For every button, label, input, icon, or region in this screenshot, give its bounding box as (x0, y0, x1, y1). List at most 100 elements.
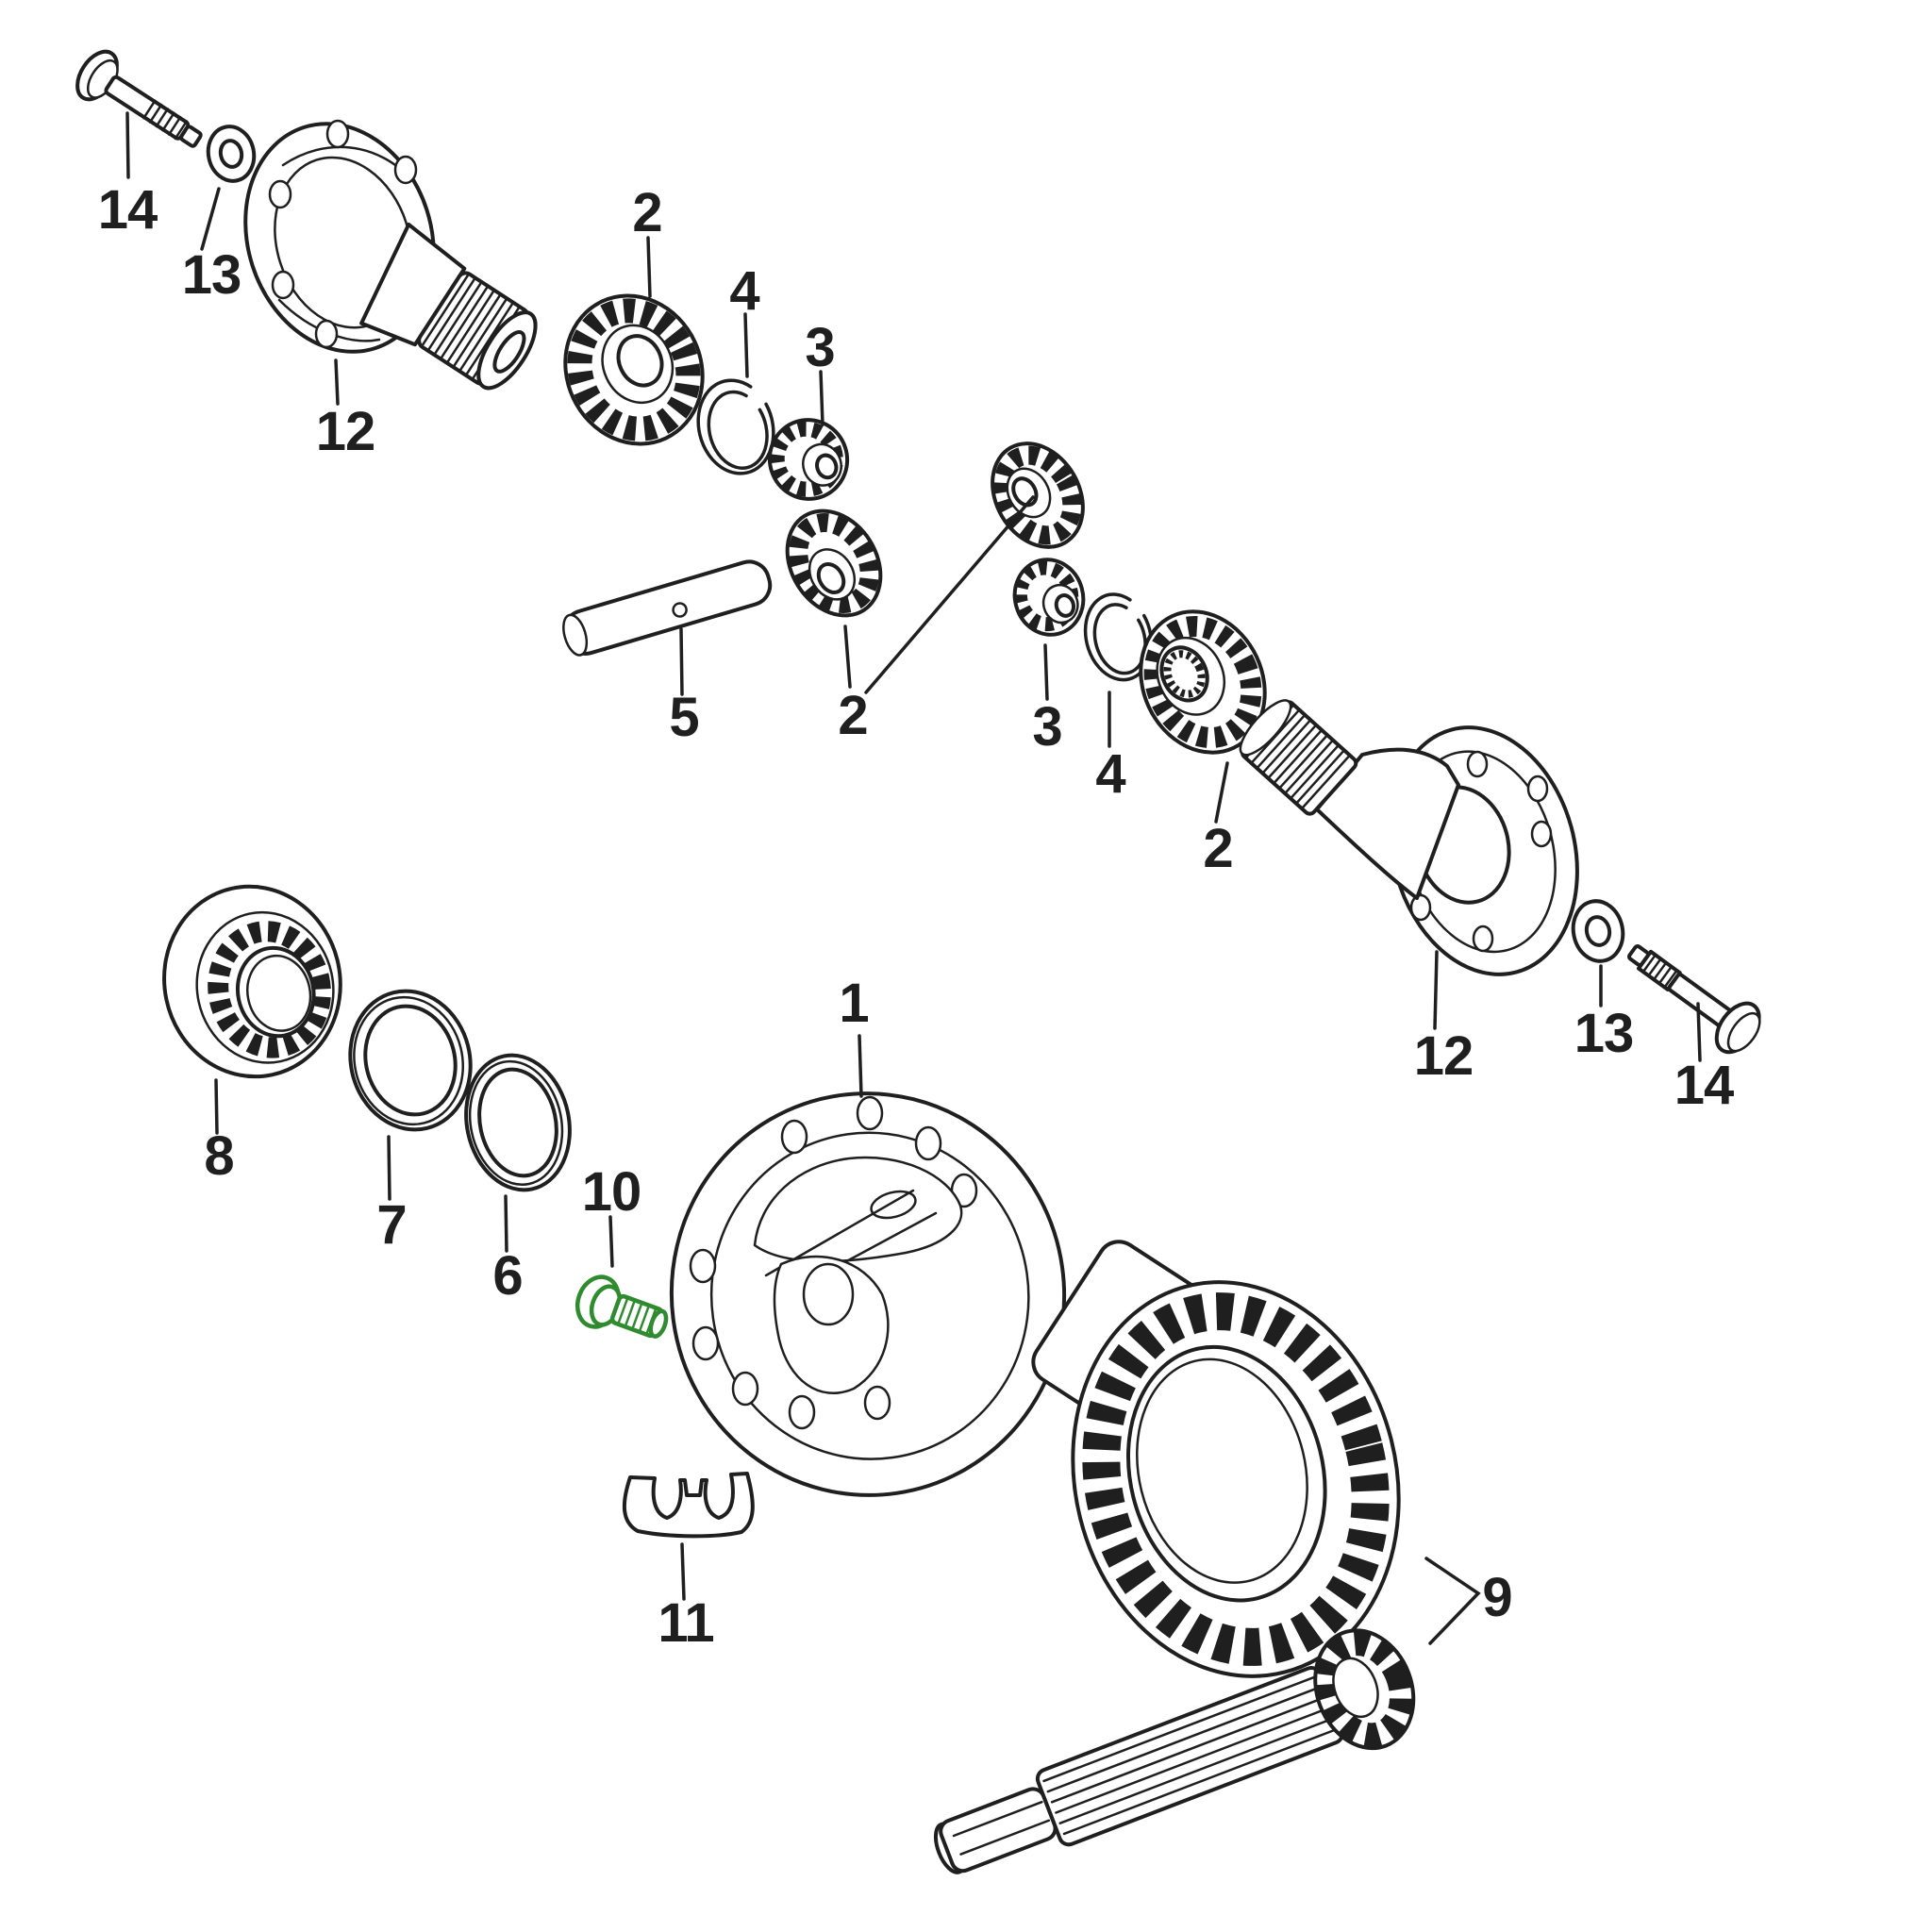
leader-line-lock-bolt (608, 1215, 614, 1268)
gear-bore-splines (1163, 650, 1206, 698)
cover-hub-face (1239, 699, 1292, 757)
housing-window-slot (870, 1190, 917, 1220)
part-label-shim-7[interactable]: 7 (376, 1194, 407, 1256)
bolt-tip (179, 125, 203, 148)
part-label-lock-clip[interactable]: 11 (658, 1592, 714, 1654)
cover-bolt-hole (1526, 774, 1549, 803)
gear-teeth (1143, 615, 1262, 749)
bolt-shaft (104, 75, 191, 141)
pinion-gear-teeth (1314, 1631, 1414, 1748)
part-label-cover-bolt-right[interactable]: 14 (1674, 1055, 1735, 1116)
part-washer-right[interactable] (1568, 896, 1628, 965)
bolt-threads (1641, 954, 1678, 989)
leader-line-cover-bolt-right (1696, 1002, 1702, 1062)
part-lock-clip[interactable] (622, 1472, 755, 1539)
part-side-cover-right[interactable] (1232, 692, 1604, 995)
part-diff-pinion-b[interactable] (1007, 552, 1091, 642)
leader-line-side-gear-top (646, 236, 652, 298)
housing-inner-rim (709, 1131, 1030, 1460)
gear-bore (815, 453, 839, 480)
washer-hole (1584, 915, 1612, 947)
part-label-snap-ring-a[interactable]: 4 (729, 260, 760, 322)
housing-bolt-hole (689, 1248, 717, 1284)
housing-bolt-hole (731, 1371, 759, 1407)
part-label-carrier-bearing[interactable]: 8 (204, 1125, 234, 1187)
part-label-shim-6[interactable]: 6 (492, 1245, 523, 1307)
part-spider-gear-upper[interactable] (974, 427, 1101, 563)
cover-bolt-hole (1530, 820, 1553, 848)
part-cover-bolt-right[interactable] (1616, 929, 1769, 1061)
cover-bolt-hole (314, 319, 339, 349)
shaft-body (562, 559, 773, 656)
part-label-washer-right[interactable]: 13 (1574, 1003, 1635, 1064)
housing-bolt-hole (863, 1385, 891, 1421)
part-label-washer-left[interactable]: 13 (182, 244, 242, 306)
shaft-pin-hole (672, 602, 688, 618)
part-label-spider-gear-middle[interactable]: 2 (838, 685, 868, 746)
leader-line-spider-shaft (679, 627, 684, 696)
part-label-side-gear-top[interactable]: 2 (632, 182, 662, 243)
leader-line-pinion-gear-b (1043, 643, 1049, 701)
cover-hub-cone (1315, 747, 1460, 900)
part-side-gear-right[interactable] (1118, 591, 1287, 774)
part-washer-left[interactable] (203, 123, 258, 186)
part-label-spider-shaft[interactable]: 5 (669, 687, 699, 748)
cover-bolt-hole (268, 179, 292, 209)
snap-ring-inner (707, 390, 769, 470)
shim-edge (353, 995, 465, 1126)
cover-hub-bore (492, 330, 526, 374)
leader-line-carrier-bearing (214, 1078, 219, 1135)
housing-bolt-hole (691, 1325, 720, 1361)
part-label-side-cover-right[interactable]: 12 (1414, 1025, 1474, 1087)
shim-edge (468, 1059, 564, 1186)
part-spider-shaft[interactable] (559, 557, 775, 658)
part-label-ring-gear-and-pinion[interactable]: 9 (1482, 1567, 1512, 1628)
cover-bolt-hole (1472, 924, 1494, 953)
leader-line-ring-gear-and-pinion (1424, 1557, 1481, 1645)
leader-line-shim-7 (387, 1135, 391, 1201)
pinion-spline-shaft (1035, 1666, 1344, 1847)
shim-hole (363, 1004, 458, 1117)
part-label-side-cover-left[interactable]: 12 (316, 401, 376, 462)
housing-bolt-hole (856, 1095, 884, 1131)
part-side-gear-top[interactable] (541, 273, 726, 466)
part-carrier-bearing[interactable] (146, 870, 358, 1092)
pinion-spline-grooves (1042, 1674, 1341, 1836)
pinion-gear-face (1332, 1657, 1379, 1719)
part-spider-gear-lower[interactable] (769, 493, 900, 633)
leader-line-side-cover-right (1433, 950, 1439, 1030)
part-drive-pinion[interactable] (917, 1616, 1429, 1909)
gear-bore-edge (1136, 1357, 1308, 1584)
shim-hole (477, 1067, 558, 1178)
washer-hole (218, 139, 244, 169)
pinion-front-shaft (939, 1787, 1058, 1874)
leader-line-side-cover-left (334, 358, 340, 406)
part-label-snap-ring-b[interactable]: 4 (1095, 743, 1126, 805)
part-shim-6[interactable] (454, 1045, 582, 1199)
cover-bolt-hole (271, 270, 295, 300)
part-cover-bolt-left[interactable] (69, 44, 211, 162)
part-lock-bolt[interactable] (571, 1271, 674, 1350)
part-label-lock-bolt[interactable]: 10 (582, 1161, 642, 1223)
cover-bolt-hole (1466, 750, 1489, 778)
part-label-differential-housing[interactable]: 1 (839, 973, 869, 1034)
leader-line-spider-gear-middle (864, 495, 1035, 694)
part-label-side-gear-right[interactable]: 2 (1203, 818, 1233, 879)
bearing-bore (246, 954, 312, 1032)
part-diff-pinion-a[interactable] (759, 409, 858, 508)
part-side-cover-left[interactable] (217, 99, 551, 408)
bolt-threads (616, 1296, 658, 1336)
gear-teeth (567, 298, 701, 441)
cover-hub-cone (359, 222, 467, 347)
bearing-rollers (208, 921, 331, 1058)
housing-bolt-hole (780, 1119, 808, 1155)
part-shim-7[interactable] (336, 978, 485, 1142)
part-label-cover-bolt-left[interactable]: 14 (98, 179, 158, 241)
part-label-pinion-gear-b[interactable]: 3 (1032, 696, 1062, 758)
part-label-pinion-gear-a[interactable]: 3 (805, 317, 835, 378)
bearing-inner-race (235, 945, 316, 1039)
gear-inner-rim (1126, 1344, 1327, 1603)
part-ring-gear[interactable] (1032, 1247, 1440, 1711)
